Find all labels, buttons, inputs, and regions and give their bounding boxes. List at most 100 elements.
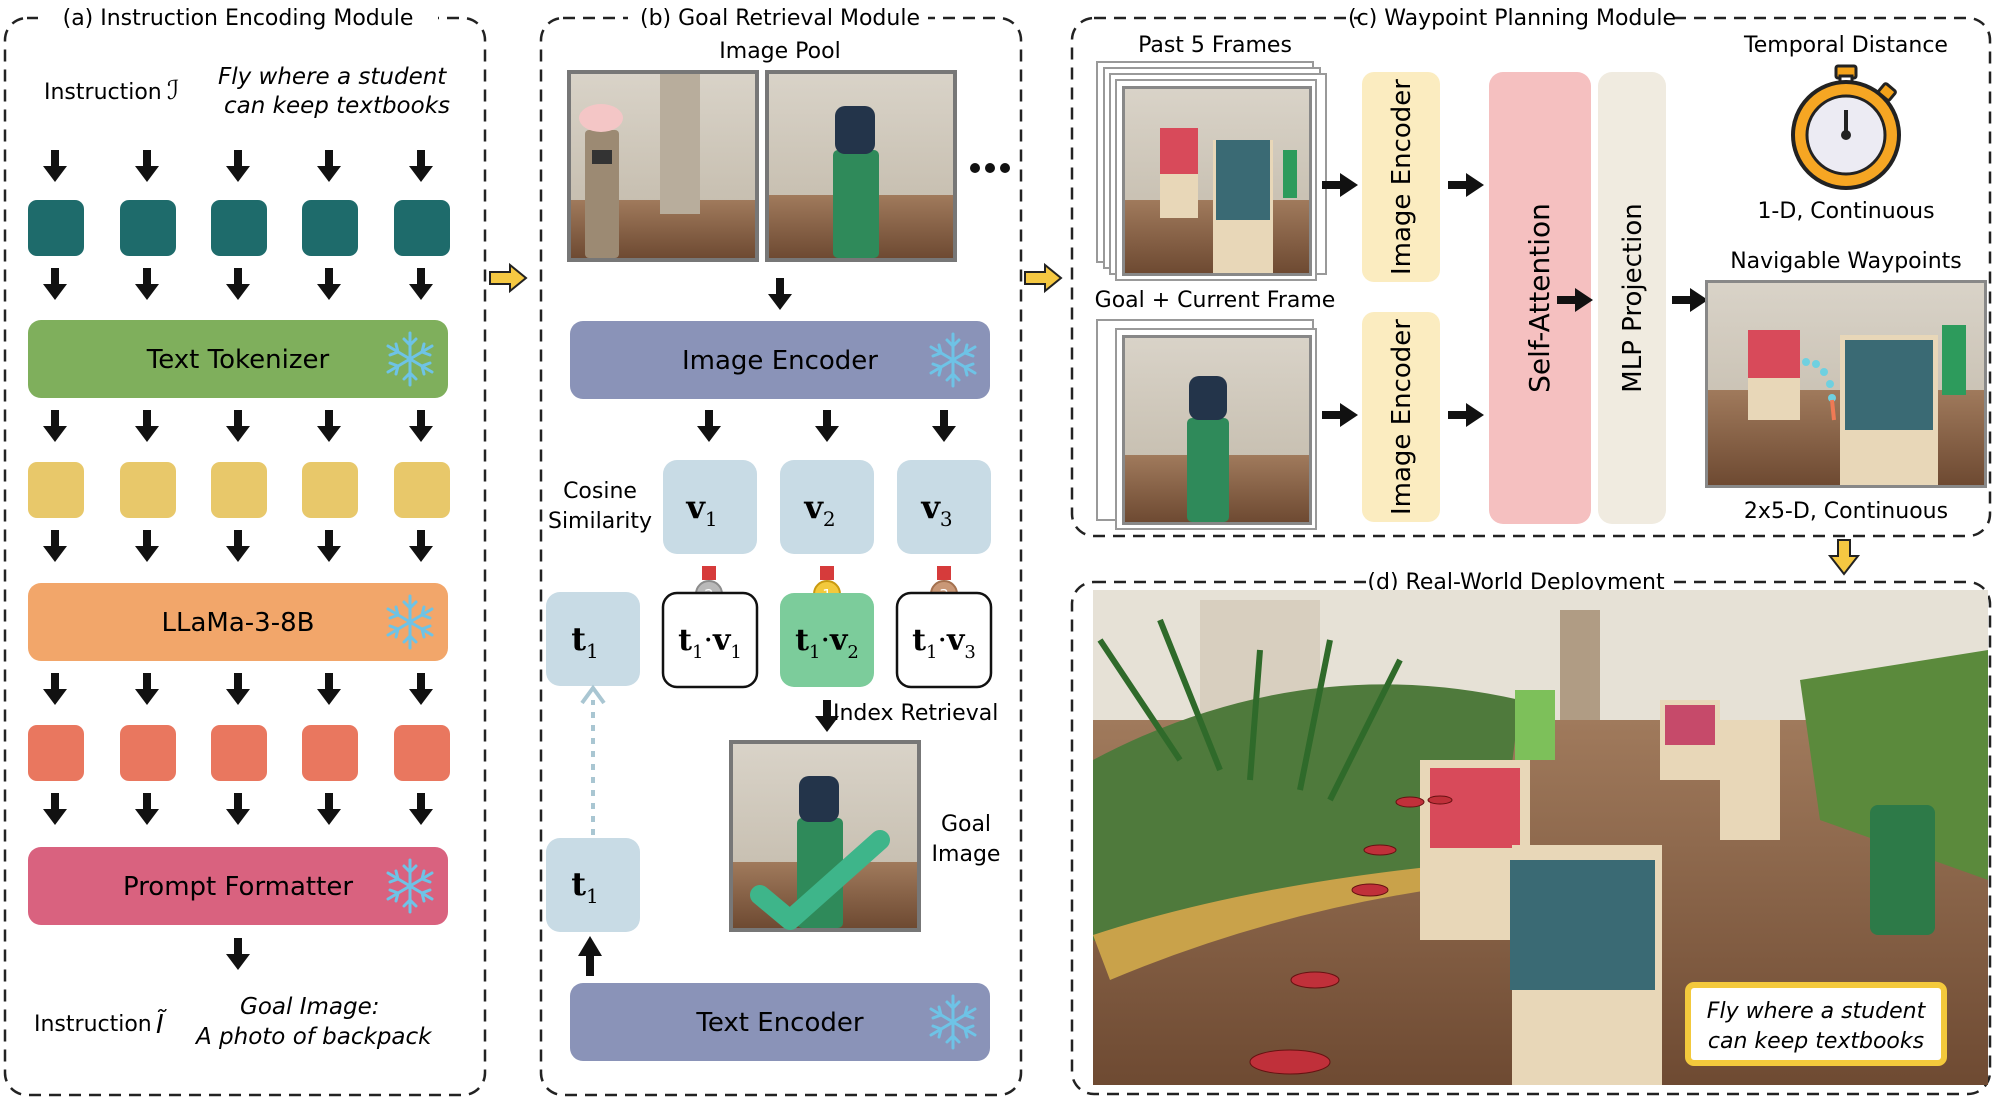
text-tokenizer-label: Text Tokenizer [146, 345, 330, 375]
v2-subscript: 2 [823, 507, 836, 531]
panel-b: (b) Goal Retrieval Module Image Pool Ima… [539, 5, 1023, 1097]
instruction-text-2: can keep textbooks [224, 93, 450, 119]
panel-a-frame [3, 16, 487, 1097]
v1-subscript: 1 [730, 642, 741, 663]
waypoints-label: Navigable Waypoints [1730, 249, 1962, 274]
instruction-symbol: ℐ [167, 76, 179, 106]
waypoints-dim-label: 2x5-D, Continuous [1744, 499, 1948, 524]
goal-image-label-1: Goal [941, 812, 991, 837]
svg-text:v2: v2 [803, 488, 835, 531]
t1-symbol: t [571, 620, 586, 658]
cosine-label-1: Cosine [563, 479, 637, 504]
t1-subscript: 1 [586, 639, 599, 663]
past-frames-stack [1096, 61, 1327, 281]
t1-symbol: t [795, 623, 809, 658]
output-instruction-symbol: Ĩ [156, 1008, 167, 1040]
t1-token-bottom [546, 838, 640, 932]
goal-image [729, 740, 921, 932]
panel-a: (a) Instruction Encoding Module Instruct… [3, 5, 487, 1097]
v3-subscript: 3 [964, 642, 975, 663]
temporal-dim-label: 1-D, Continuous [1757, 199, 1934, 224]
v1-symbol: v [685, 488, 706, 526]
t1-symbol: t [912, 623, 926, 658]
token-row-yellow [28, 462, 450, 518]
panel-c: (c) Waypoint Planning Module Past 5 Fram… [1070, 5, 1992, 538]
mlp-label: MLP Projection [1618, 203, 1648, 392]
arrow-right [1448, 403, 1484, 427]
image-encoder-label: Image Encoder [682, 346, 878, 376]
more-dots [970, 163, 1010, 173]
caption-line-1: Fly where a student [1707, 999, 1927, 1024]
cosine-label-2: Similarity [548, 509, 652, 534]
connector-arrow [489, 264, 527, 292]
t1-symbol: t [678, 623, 692, 658]
goal-current-label: Goal + Current Frame [1095, 288, 1336, 313]
dot-operator: · [937, 623, 947, 658]
arrow-right [1322, 403, 1358, 427]
t1-subscript: 1 [809, 642, 820, 663]
t1-symbol: t [571, 865, 586, 903]
arrow-row-1 [43, 150, 433, 182]
arrow-row-4 [43, 530, 433, 562]
dot-operator: · [820, 623, 830, 658]
t1-token-top [546, 592, 640, 686]
arrow-down [697, 410, 721, 442]
v1-subscript: 1 [705, 507, 718, 531]
svg-text:t1·v2: t1·v2 [795, 623, 859, 663]
arrow-down [768, 278, 792, 310]
waypoint-path [1802, 358, 1836, 402]
panel-c-frame [1070, 16, 1992, 538]
svg-text:t1·v1: t1·v1 [678, 623, 742, 663]
image-encoder-top-label: Image Encoder [1387, 79, 1417, 275]
v2-subscript: 2 [847, 642, 858, 663]
panel-d-frame [1070, 580, 1992, 1096]
v1-symbol: v [712, 623, 732, 658]
t1-subscript: 1 [926, 642, 937, 663]
v3-symbol: v [946, 623, 966, 658]
token-row-teal [28, 200, 450, 256]
output-text-2: A photo of backpack [194, 1024, 433, 1050]
output-text-1: Goal Image: [240, 994, 379, 1020]
arrow-row-3 [43, 410, 433, 442]
llm-box [28, 583, 448, 661]
connector-arrow [1024, 264, 1062, 292]
image-pool-label: Image Pool [719, 39, 840, 64]
panel-d: (d) Real-World Deployment [1070, 568, 1992, 1096]
v-tokens: v1 v2 v3 [663, 460, 991, 554]
dot-operator: · [703, 623, 713, 658]
svg-text:v3: v3 [920, 488, 952, 531]
arrow-row-6 [43, 793, 433, 825]
caption-line-2: can keep textbooks [1708, 1029, 1924, 1054]
image-encoder-box [570, 321, 990, 399]
text-encoder-box [570, 983, 990, 1061]
check-icon [750, 830, 890, 930]
text-encoder-label: Text Encoder [695, 1008, 863, 1038]
arrow-right [1448, 173, 1484, 197]
image-encoder-top-box [1362, 72, 1440, 282]
svg-text:t1·v3: t1·v3 [912, 623, 976, 663]
v3-symbol: v [920, 488, 941, 526]
image-encoder-bottom-label: Image Encoder [1387, 319, 1417, 515]
arrow-down [932, 410, 956, 442]
text-tokenizer-box [28, 320, 448, 398]
pool-image-1 [567, 70, 759, 262]
prompt-formatter-box [28, 847, 448, 925]
arrow-right [1322, 173, 1358, 197]
dot-product-box-2 [780, 593, 874, 687]
instruction-text-1: Fly where a student [218, 64, 447, 90]
dot-product-box-1 [661, 591, 759, 689]
arrow-down [226, 938, 250, 970]
index-retrieval-label: Index Retrieval [833, 701, 998, 726]
panel-b-title: (b) Goal Retrieval Module [640, 6, 920, 31]
past-frames-label: Past 5 Frames [1138, 33, 1292, 58]
arrow-row-2 [43, 268, 433, 300]
temporal-distance-label: Temporal Distance [1743, 33, 1948, 58]
image-encoder-bottom-box [1362, 312, 1440, 522]
llm-label: LLaMa-3-8B [162, 608, 315, 638]
t1-subscript: 1 [586, 884, 599, 908]
stopwatch-icon [1791, 64, 1901, 190]
arrow-row-5 [43, 673, 433, 705]
prompt-formatter-label: Prompt Formatter [123, 872, 353, 902]
panel-a-title: (a) Instruction Encoding Module [63, 6, 414, 31]
